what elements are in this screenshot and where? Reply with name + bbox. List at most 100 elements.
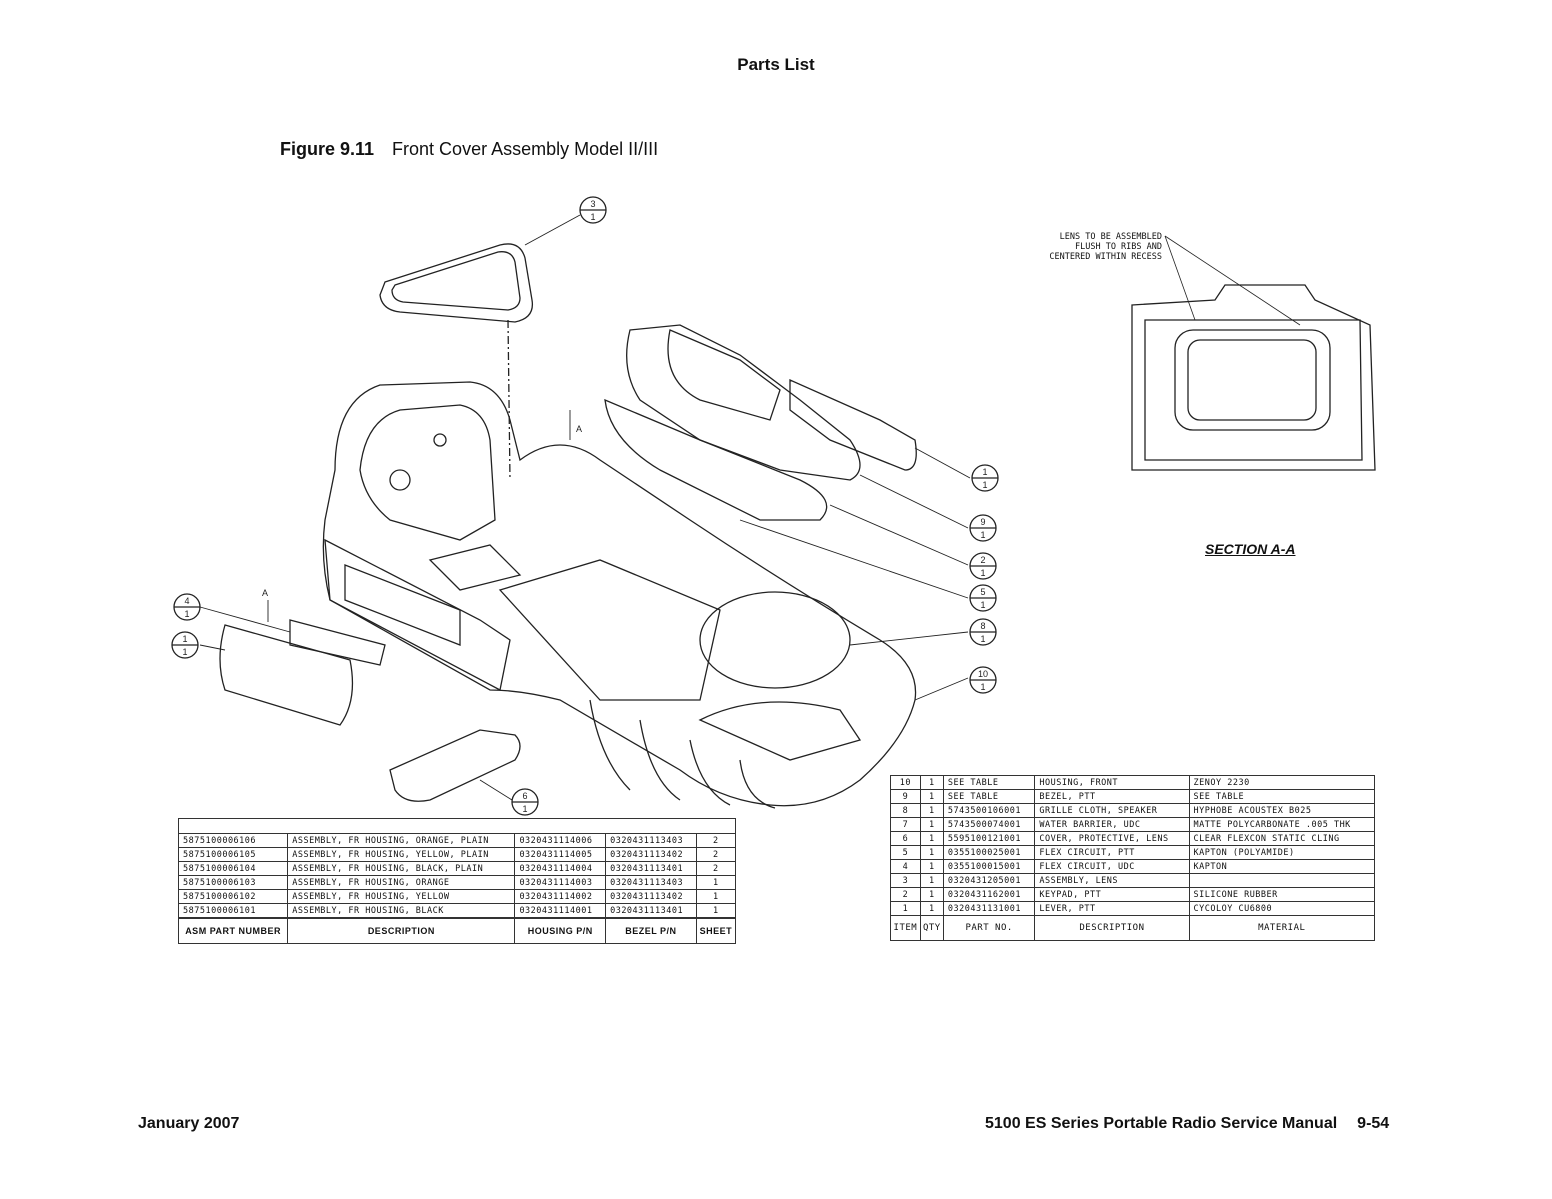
table-cell: 5743500106001 — [942, 803, 1036, 818]
table-cell: COVER, PROTECTIVE, LENS — [1034, 831, 1190, 846]
table-cell: 6 — [890, 831, 921, 846]
balloon-item: 9 — [980, 517, 985, 527]
table-cell: SEE TABLE — [942, 789, 1036, 804]
view-marker-a: A — [576, 424, 582, 434]
balloon-item: 10 — [978, 669, 988, 679]
view-marker-a: A — [262, 588, 268, 598]
table-cell: ASSEMBLY, FR HOUSING, ORANGE, PLAIN — [287, 833, 516, 848]
table-cell: KEYPAD, PTT — [1034, 887, 1190, 902]
balloon-qty: 1 — [980, 568, 985, 578]
col-header: ASM PART NUMBER — [177, 917, 289, 944]
col-header: DESCRIPTION — [1034, 915, 1190, 941]
table-cell: 5875100006101 — [177, 903, 289, 919]
table-cell: SILICONE RUBBER — [1188, 887, 1376, 902]
table-cell — [1188, 873, 1376, 888]
table-cell: CLEAR FLEXCON STATIC CLING — [1188, 831, 1376, 846]
table-cell: 2 — [695, 861, 737, 876]
figure-title: Front Cover Assembly Model II/III — [392, 139, 659, 159]
table-cell: 1 — [695, 875, 737, 890]
table-cell: 0320431113403 — [605, 833, 697, 848]
balloon-item: 3 — [590, 199, 595, 209]
note-line: CENTERED WITHIN RECESS — [1049, 252, 1162, 262]
note-line: LENS TO BE ASSEMBLED — [1059, 232, 1162, 242]
table-cell: 8 — [890, 803, 921, 818]
col-header: HOUSING P/N — [514, 917, 607, 944]
balloon-item: 4 — [184, 596, 189, 606]
balloon-item: 6 — [522, 791, 527, 801]
table-cell: HOUSING, FRONT — [1034, 775, 1190, 790]
balloon-qty: 1 — [184, 609, 189, 619]
balloon-qty: 1 — [182, 647, 187, 657]
table-cell: 0320431113402 — [605, 889, 697, 904]
table-cell: 2 — [695, 847, 737, 862]
table-cell: 9 — [890, 789, 921, 804]
footer-manual: 5100 ES Series Portable Radio Service Ma… — [985, 1115, 1389, 1133]
table-cell: 0320431114005 — [514, 847, 607, 862]
table-cell: 2 — [695, 833, 737, 848]
table-cell: 5875100006106 — [177, 833, 289, 848]
table-cell: KAPTON — [1188, 859, 1376, 874]
table-cell: 10 — [890, 775, 921, 790]
table-cell: 1 — [919, 901, 944, 916]
table-cell: 5875100006105 — [177, 847, 289, 862]
table-cell: 0320431162001 — [942, 887, 1036, 902]
table-cell: ASSEMBLY, FR HOUSING, BLACK, PLAIN — [287, 861, 516, 876]
footer-date: January 2007 — [138, 1115, 240, 1132]
table-cell: 1 — [919, 803, 944, 818]
balloon-qty: 1 — [980, 682, 985, 692]
table-cell: 3 — [890, 873, 921, 888]
table-cell: 1 — [919, 859, 944, 874]
table-cell: ASSEMBLY, FR HOUSING, ORANGE — [287, 875, 516, 890]
table-cell: ASSEMBLY, FR HOUSING, YELLOW, PLAIN — [287, 847, 516, 862]
table-cell: ZENOY 2230 — [1188, 775, 1376, 790]
callout-balloon: 101 — [969, 666, 997, 694]
balloon-item: 1 — [182, 634, 187, 644]
table-cell: CYCOLOY CU6800 — [1188, 901, 1376, 916]
page-header: Parts List — [737, 55, 815, 74]
table-cell: 1 — [919, 817, 944, 832]
table-cell: HYPHOBE ACOUSTEX B025 — [1188, 803, 1376, 818]
table-cell: 1 — [919, 831, 944, 846]
table-cell: 1 — [919, 845, 944, 860]
table-cell: GRILLE CLOTH, SPEAKER — [1034, 803, 1190, 818]
page-number: 9-54 — [1357, 1115, 1390, 1132]
table-cell: ASSEMBLY, FR HOUSING, BLACK — [287, 903, 516, 919]
table-cell: 0320431114003 — [514, 875, 607, 890]
note-line: FLUSH TO RIBS AND — [1075, 242, 1162, 252]
callout-balloon: 21 — [969, 552, 997, 580]
table-cell: ASSEMBLY, LENS — [1034, 873, 1190, 888]
table-cell: 1 — [890, 901, 921, 916]
balloon-qty: 1 — [980, 634, 985, 644]
callout-balloon: 91 — [969, 514, 997, 542]
table-cell: BEZEL, PTT — [1034, 789, 1190, 804]
table-cell: 0320431113403 — [605, 875, 697, 890]
table-cell: 5875100006102 — [177, 889, 289, 904]
bezel-parts — [219, 324, 917, 802]
balloon-item: 8 — [980, 621, 985, 631]
table-cell: FLEX CIRCUIT, UDC — [1034, 859, 1190, 874]
callout-balloon: 11 — [971, 464, 999, 492]
balloon-qty: 1 — [980, 530, 985, 540]
balloon-qty: 1 — [590, 212, 595, 222]
table-cell: 4 — [890, 859, 921, 874]
balloon-item: 1 — [982, 467, 987, 477]
table-cell: 0320431113401 — [605, 861, 697, 876]
table-cell: 0320431205001 — [942, 873, 1036, 888]
manual-title: 5100 ES Series Portable Radio Service Ma… — [985, 1115, 1338, 1132]
table-cell: SEE TABLE — [942, 775, 1036, 790]
table-cell: 0355100015001 — [942, 859, 1036, 874]
table-cell: 0320431114006 — [514, 833, 607, 848]
